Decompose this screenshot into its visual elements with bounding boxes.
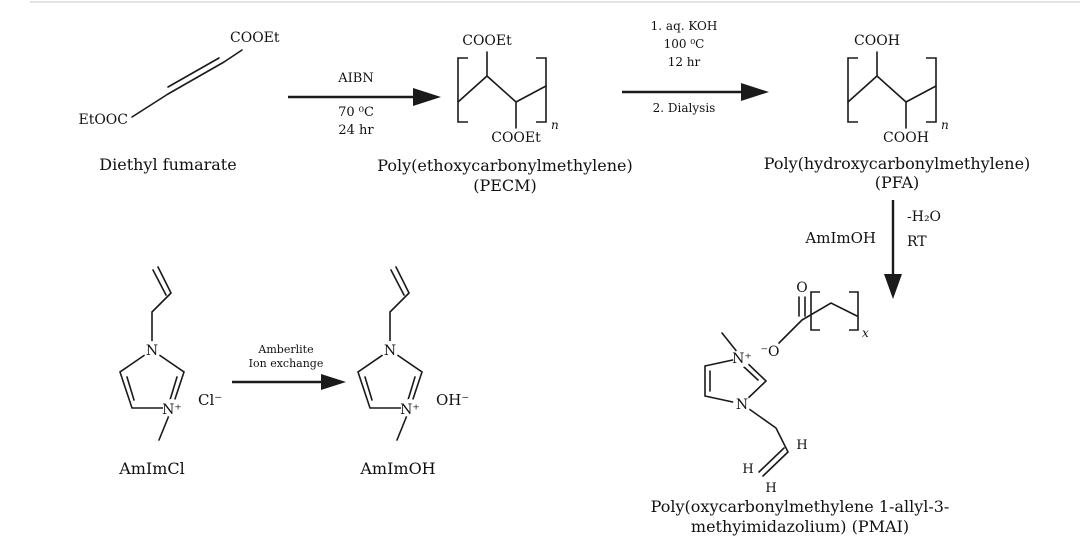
aibn-condition-label: AIBN xyxy=(337,71,373,86)
cooet-group-label: COOEt xyxy=(230,30,280,46)
arrowhead-icon xyxy=(321,374,346,390)
temperature-condition-label: 100 ⁰C xyxy=(664,37,705,51)
arrowhead-icon xyxy=(884,274,902,299)
ion-exchange-arrow: Amberlite Ion exchange xyxy=(232,343,346,390)
ring-nitrogen-plus-label: N⁺ xyxy=(400,402,420,418)
repeat-subscript-x: x xyxy=(862,326,869,340)
amimoh-caption: AmImOH xyxy=(359,459,435,478)
atom-gap xyxy=(733,349,751,367)
rt-condition-label: RT xyxy=(907,234,927,250)
water-loss-label: -H₂O xyxy=(907,209,941,225)
carbonyl-oxygen-label: O xyxy=(796,280,807,296)
repeat-subscript-n: n xyxy=(551,118,559,132)
cooet-top-group-label: COOEt xyxy=(462,33,512,49)
bond-lines xyxy=(457,51,547,129)
amimoh-reagent-label: AmImOH xyxy=(804,229,876,247)
ring-nitrogen-label: N xyxy=(146,343,158,359)
bond-lines xyxy=(357,266,423,441)
bond-lines xyxy=(704,296,858,477)
atom-gap xyxy=(733,395,751,413)
ion-exchange-condition-label: Ion exchange xyxy=(249,357,324,370)
time-condition-label: 24 hr xyxy=(338,123,374,138)
vinyl-hydrogen-label: H xyxy=(765,481,776,496)
arrowhead-icon xyxy=(741,83,769,101)
reaction-arrow-aibn: AIBN 70 ⁰C 24 hr xyxy=(288,71,441,138)
bond-lines xyxy=(119,266,185,441)
diethyl-fumarate-structure: EtOOC COOEt Diethyl fumarate xyxy=(78,30,279,174)
hydroxide-counterion-label: OH⁻ xyxy=(436,391,469,409)
reaction-arrow-koh: 1. aq. KOH 100 ⁰C 12 hr 2. Dialysis xyxy=(622,19,769,115)
pmai-structure: O ⁻O N⁺ N x H H H Poly(oxycarbonylmethyl… xyxy=(651,280,950,536)
pmai-caption-line2: methyimidazolium) (PMAI) xyxy=(691,517,909,536)
diethyl-fumarate-caption: Diethyl fumarate xyxy=(99,155,236,174)
dialysis-condition-label: 2. Dialysis xyxy=(653,101,716,115)
koh-condition-label: 1. aq. KOH xyxy=(651,19,718,33)
bond-lines xyxy=(847,51,937,129)
cooh-bottom-group-label: COOH xyxy=(883,130,929,146)
temperature-condition-label: 70 ⁰C xyxy=(338,105,374,120)
pfa-structure: COOH COOH n Poly(hydroxycarbonylmethylen… xyxy=(764,33,1031,192)
ring-nitrogen-label: N xyxy=(384,343,396,359)
repeat-subscript-n: n xyxy=(941,118,949,132)
polymer-brackets xyxy=(457,57,547,123)
pfa-caption-line1: Poly(hydroxycarbonylmethylene) xyxy=(764,154,1031,173)
atom-gap xyxy=(381,341,399,359)
ring-nitrogen-plus-label: N⁺ xyxy=(732,351,752,367)
polymer-brackets xyxy=(810,291,859,331)
vinyl-hydrogen-label: H xyxy=(742,462,753,477)
polymer-brackets xyxy=(847,57,937,123)
ring-nitrogen-label: N xyxy=(736,397,748,413)
pecm-caption-line1: Poly(ethoxycarbonylmethylene) xyxy=(377,156,633,175)
pmai-caption-line1: Poly(oxycarbonylmethylene 1-allyl-3- xyxy=(651,497,950,516)
carboxylate-oxygen-label: ⁻O xyxy=(761,344,780,360)
pecm-structure: COOEt COOEt n Poly(ethoxycarbonylmethyle… xyxy=(377,33,633,195)
amimcl-caption: AmImCl xyxy=(118,459,185,478)
chloride-counterion-label: Cl⁻ xyxy=(198,391,222,409)
amimoh-structure: N N⁺ OH⁻ AmImOH xyxy=(357,266,469,478)
bond-lines xyxy=(131,49,243,118)
time-condition-label: 12 hr xyxy=(668,55,701,69)
amimcl-structure: N N⁺ Cl⁻ AmImCl xyxy=(118,266,222,478)
amberlite-condition-label: Amberlite xyxy=(257,343,313,356)
cooet-bottom-group-label: COOEt xyxy=(491,130,541,146)
pecm-caption-line2: (PECM) xyxy=(473,176,537,195)
ring-nitrogen-plus-label: N⁺ xyxy=(162,402,182,418)
atom-gap xyxy=(401,399,419,417)
atom-gap xyxy=(143,341,161,359)
atom-gap xyxy=(163,399,181,417)
amimoh-addition-arrow: AmImOH -H₂O RT xyxy=(804,200,941,299)
pfa-caption-line2: (PFA) xyxy=(875,173,920,192)
cooh-top-group-label: COOH xyxy=(854,33,900,49)
vinyl-hydrogen-label: H xyxy=(796,438,807,453)
etooc-group-label: EtOOC xyxy=(78,112,128,128)
arrowhead-icon xyxy=(413,88,441,106)
